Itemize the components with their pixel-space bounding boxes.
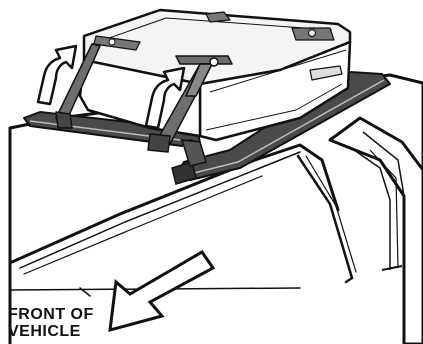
front-of-vehicle-label: FRONT OF VEHICLE (8, 306, 94, 340)
caption-line-2: VEHICLE (8, 323, 94, 340)
caption-line-1: FRONT OF (8, 306, 94, 323)
front-direction-arrow-icon (110, 252, 213, 330)
